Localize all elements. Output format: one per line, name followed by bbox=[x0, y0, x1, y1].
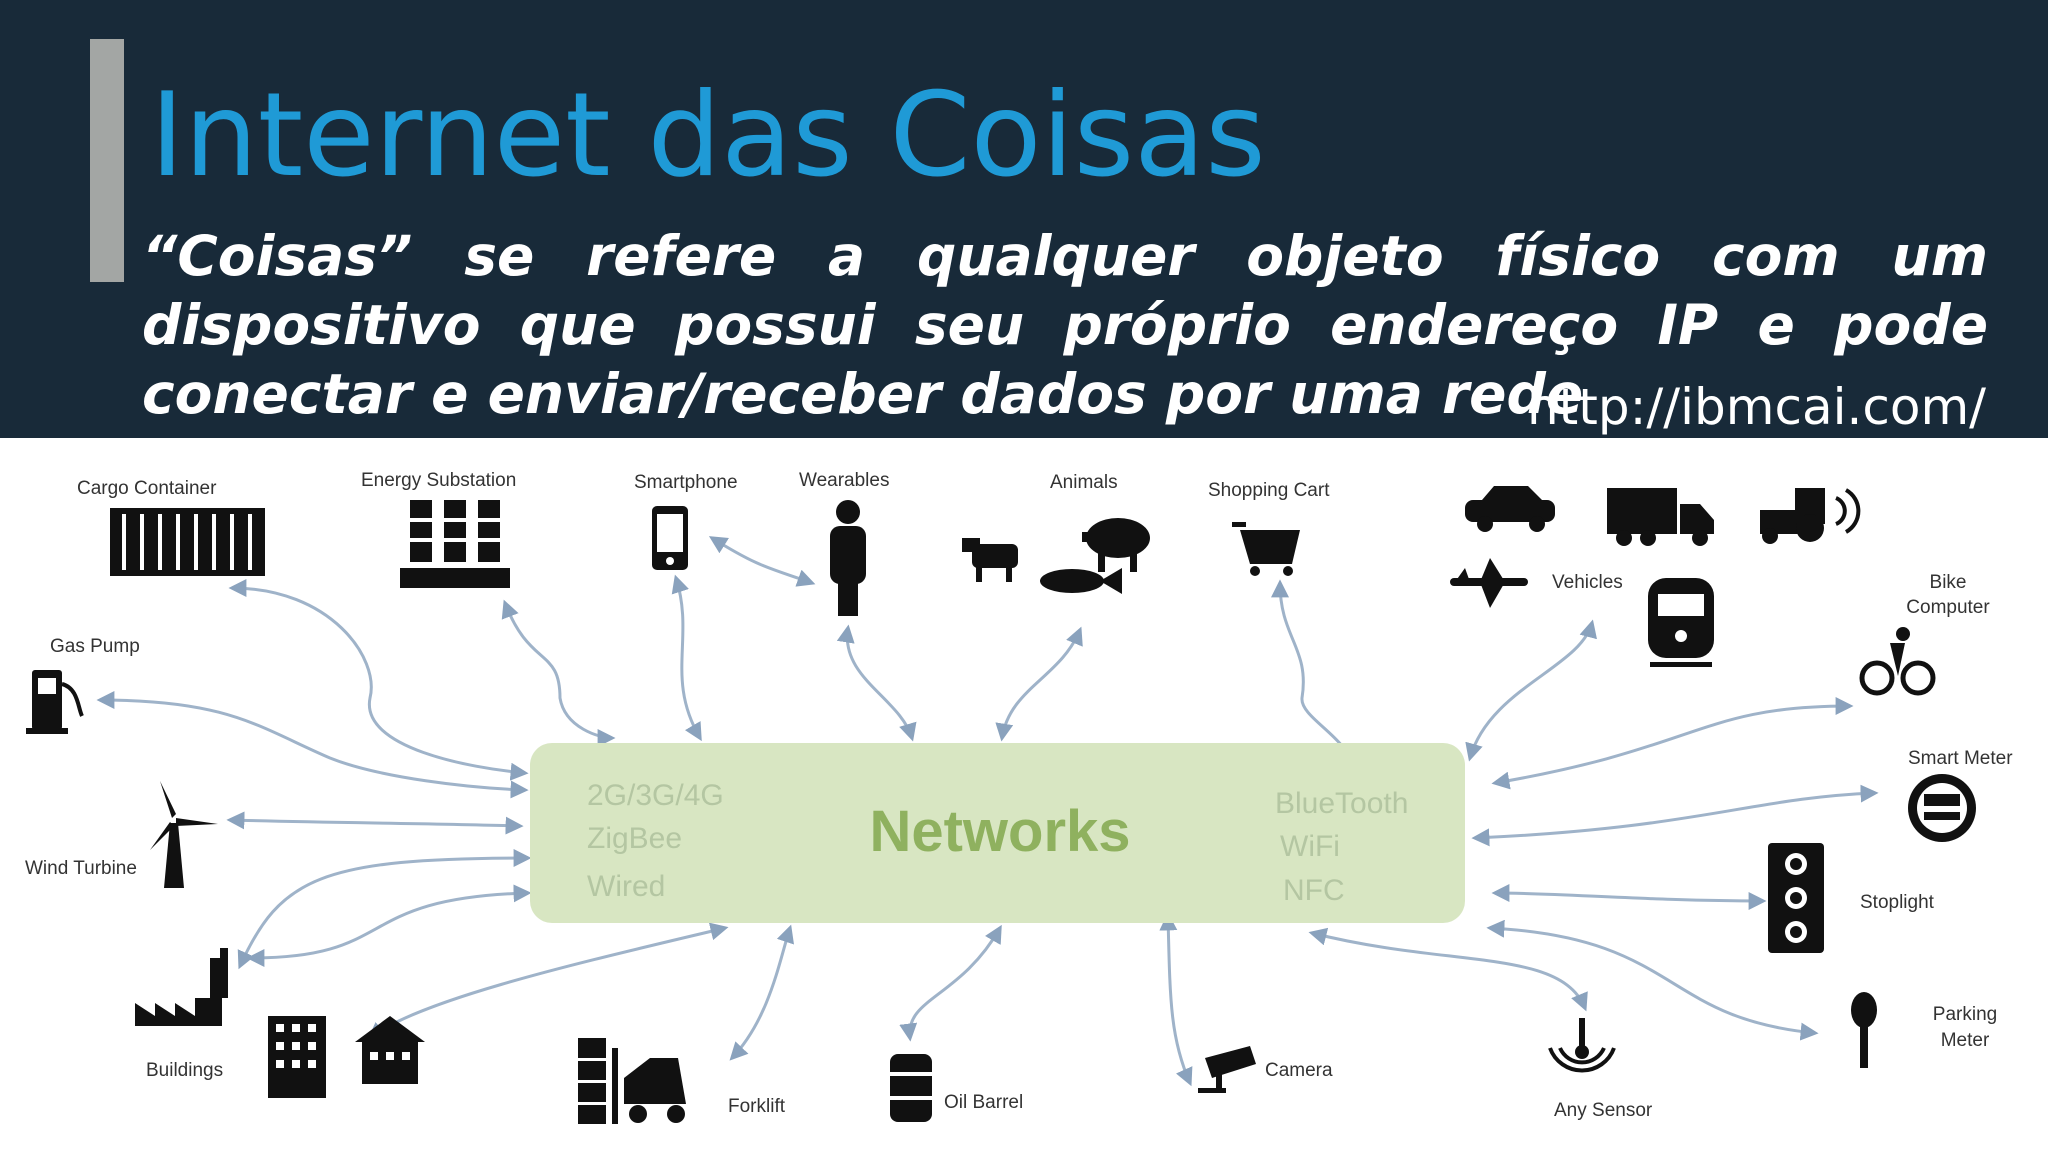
label-forklift: Forklift bbox=[728, 1096, 786, 1117]
slide-subtitle: “Coisas” se refere a qualquer objeto fís… bbox=[142, 224, 1988, 426]
label-energy-substation: Energy Substation bbox=[361, 470, 516, 491]
label-shopping-cart: Shopping Cart bbox=[1208, 480, 1330, 501]
protocol-wifi: WiFi bbox=[1280, 830, 1340, 863]
arrow-forklift bbox=[729, 924, 794, 1061]
network-label: Networks bbox=[869, 799, 1130, 864]
iot-diagram-svg: Networks 2G/3G/4G ZigBee Wired BlueTooth… bbox=[25, 470, 2013, 1124]
label-oil-barrel: Oil Barrel bbox=[944, 1092, 1023, 1113]
label-buildings: Buildings bbox=[146, 1060, 223, 1081]
arrow-stoplight bbox=[1491, 884, 1767, 910]
house-icon bbox=[355, 1016, 425, 1084]
arrow-smartphone bbox=[671, 574, 702, 742]
gas-pump-icon bbox=[26, 670, 84, 734]
protocol-nfc: NFC bbox=[1283, 874, 1345, 907]
source-url: http://ibmcai.com/ bbox=[1526, 378, 1986, 436]
arrow-oil-barrel bbox=[899, 924, 1002, 1042]
arrow-buildings bbox=[246, 884, 532, 967]
arrow-parking bbox=[1486, 919, 1819, 1041]
smart-meter-icon bbox=[1908, 774, 1976, 842]
label-bike-computer-line1: Bike bbox=[1930, 572, 1967, 593]
slide-title: Internet das Coisas bbox=[150, 68, 1266, 203]
parking-meter-icon bbox=[1851, 992, 1877, 1068]
forklift-icon bbox=[578, 1038, 686, 1124]
label-vehicles: Vehicles bbox=[1552, 572, 1623, 593]
label-smart-meter: Smart Meter bbox=[1908, 748, 2013, 769]
label-wearables: Wearables bbox=[799, 470, 889, 491]
car-icon bbox=[1465, 486, 1555, 532]
camera-icon bbox=[1198, 1046, 1256, 1093]
wearables-person-icon bbox=[830, 500, 866, 616]
tractor-icon bbox=[1760, 488, 1861, 544]
arrow-buildings-house bbox=[367, 922, 729, 1041]
protocol-zigbee: ZigBee bbox=[587, 822, 682, 855]
arrow-smartphone-wearables bbox=[708, 536, 816, 587]
arrow-gas-pump bbox=[96, 691, 529, 799]
arrow-bike bbox=[1491, 697, 1854, 790]
label-smartphone: Smartphone bbox=[634, 472, 738, 493]
arrow-any-sensor bbox=[1308, 927, 1588, 1012]
factory-icon bbox=[135, 948, 228, 1026]
arrow-wind-turbine bbox=[226, 811, 524, 835]
title-accent-bar bbox=[90, 39, 124, 282]
iot-diagram: Networks 2G/3G/4G ZigBee Wired BlueTooth… bbox=[0, 438, 2048, 1152]
label-parking-meter-line2: Meter bbox=[1941, 1030, 1990, 1051]
energy-substation-icon bbox=[400, 500, 510, 588]
arrow-cargo bbox=[228, 579, 529, 781]
cargo-container-icon bbox=[110, 508, 265, 576]
wind-turbine-icon bbox=[150, 781, 218, 888]
oil-barrel-icon bbox=[890, 1054, 932, 1122]
train-icon bbox=[1648, 578, 1714, 667]
bike-icon bbox=[1859, 627, 1936, 696]
label-gas-pump: Gas Pump bbox=[50, 636, 140, 657]
network-box: Networks 2G/3G/4G ZigBee Wired BlueTooth… bbox=[530, 743, 1465, 923]
stoplight-icon bbox=[1768, 843, 1824, 953]
protocol-wired: Wired bbox=[587, 870, 665, 903]
protocol-2g3g4g: 2G/3G/4G bbox=[587, 779, 724, 812]
arrow-vehicles bbox=[1465, 619, 1597, 762]
arrow-camera bbox=[1159, 912, 1193, 1087]
label-cargo-container: Cargo Container bbox=[77, 478, 217, 499]
label-stoplight: Stoplight bbox=[1860, 892, 1935, 913]
arrow-smart-meter bbox=[1471, 784, 1879, 847]
office-building-icon bbox=[268, 1016, 326, 1098]
arrow-cart bbox=[1271, 579, 1360, 772]
pig-icon bbox=[1082, 518, 1150, 572]
fish-icon bbox=[1040, 568, 1122, 594]
label-parking-meter-line1: Parking bbox=[1933, 1004, 1997, 1025]
label-wind-turbine: Wind Turbine bbox=[25, 858, 137, 879]
arrow-animals bbox=[995, 626, 1083, 742]
any-sensor-icon bbox=[1548, 1018, 1616, 1073]
shopping-cart-icon bbox=[1232, 522, 1300, 576]
arrow-wind-buildings bbox=[237, 849, 532, 970]
airplane-icon bbox=[1450, 558, 1528, 608]
arrow-substation bbox=[501, 599, 616, 747]
protocol-bluetooth: BlueTooth bbox=[1275, 787, 1408, 820]
label-animals: Animals bbox=[1050, 472, 1118, 493]
arrow-wearables bbox=[836, 624, 917, 742]
smartphone-icon bbox=[652, 506, 688, 570]
label-any-sensor: Any Sensor bbox=[1554, 1100, 1653, 1121]
connection-arrows bbox=[96, 536, 1879, 1087]
cow-icon bbox=[962, 538, 1018, 582]
label-camera: Camera bbox=[1265, 1060, 1333, 1081]
label-bike-computer-line2: Computer bbox=[1906, 597, 1990, 618]
truck-icon bbox=[1607, 488, 1714, 546]
